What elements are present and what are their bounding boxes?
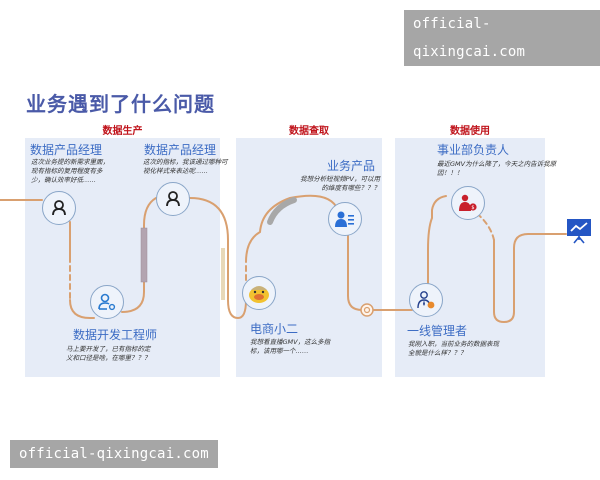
role-quote-shop: 我想看直播GMV，这么多指标，该用哪一个…… bbox=[250, 338, 331, 355]
panel-production bbox=[25, 138, 220, 377]
watermark-top: official-qixingcai.com bbox=[404, 10, 600, 66]
role-node-dev bbox=[90, 285, 124, 319]
role-quote-mgr: 我刚入职，当前业务的数据表现全貌是什么样？？？ bbox=[408, 340, 499, 357]
panel-usage bbox=[395, 138, 545, 377]
role-node-pm1 bbox=[42, 191, 76, 225]
role-name-dev: 数据开发工程师 bbox=[73, 328, 158, 342]
role-name-head: 事业部负责人 bbox=[437, 143, 510, 157]
role-quote-head: 最近GMV为什么降了，今天之内告诉我原因！！！ bbox=[437, 160, 557, 177]
role-name-pm2: 数据产品经理 bbox=[144, 143, 217, 157]
panel-query bbox=[236, 138, 382, 377]
cartoon-avatar-icon bbox=[249, 286, 269, 303]
role-name-pm1: 数据产品经理 bbox=[30, 143, 103, 157]
presentation-chart-icon bbox=[567, 219, 591, 244]
role-quote-pm2: 这次的指标，我该通过哪种可视化样式来表达呢…… bbox=[143, 158, 228, 175]
role-node-head: $ bbox=[451, 186, 485, 220]
person-list-icon bbox=[335, 211, 354, 227]
end-node bbox=[566, 218, 592, 248]
role-node-mgr bbox=[409, 283, 443, 317]
person-outline-icon bbox=[166, 191, 180, 207]
role-name-biz: 业务产品 bbox=[327, 159, 376, 173]
stage-label-production: 数据生产 bbox=[102, 126, 143, 137]
svg-text:$: $ bbox=[471, 205, 474, 211]
person-outline-icon bbox=[52, 200, 66, 216]
role-quote-pm1: 这次业务提的新需求里面，现有指标的复用程度有多少，确认效率好低…… bbox=[31, 158, 109, 184]
stage-label-query: 数据查取 bbox=[289, 126, 329, 137]
role-name-shop: 电商小二 bbox=[250, 322, 299, 336]
role-node-biz bbox=[328, 202, 362, 236]
role-quote-biz: 我想分析短视频PV，可以用的维度有哪些？？？ bbox=[300, 175, 380, 192]
stage-label-usage: 数据使用 bbox=[450, 126, 490, 137]
watermark-bottom: official-qixingcai.com bbox=[10, 440, 218, 468]
role-node-shop bbox=[242, 276, 276, 310]
person-gear-icon bbox=[98, 293, 116, 311]
person-tie-icon bbox=[417, 291, 435, 309]
role-name-mgr: 一线管理者 bbox=[407, 324, 468, 338]
role-quote-dev: 马上要开发了，已有指标的定义和口径是啥，在哪里？？？ bbox=[66, 345, 151, 362]
person-money-icon: $ bbox=[459, 194, 477, 211]
diagram-title: 业务遇到了什么问题 bbox=[26, 92, 215, 116]
role-node-pm2 bbox=[156, 182, 190, 216]
